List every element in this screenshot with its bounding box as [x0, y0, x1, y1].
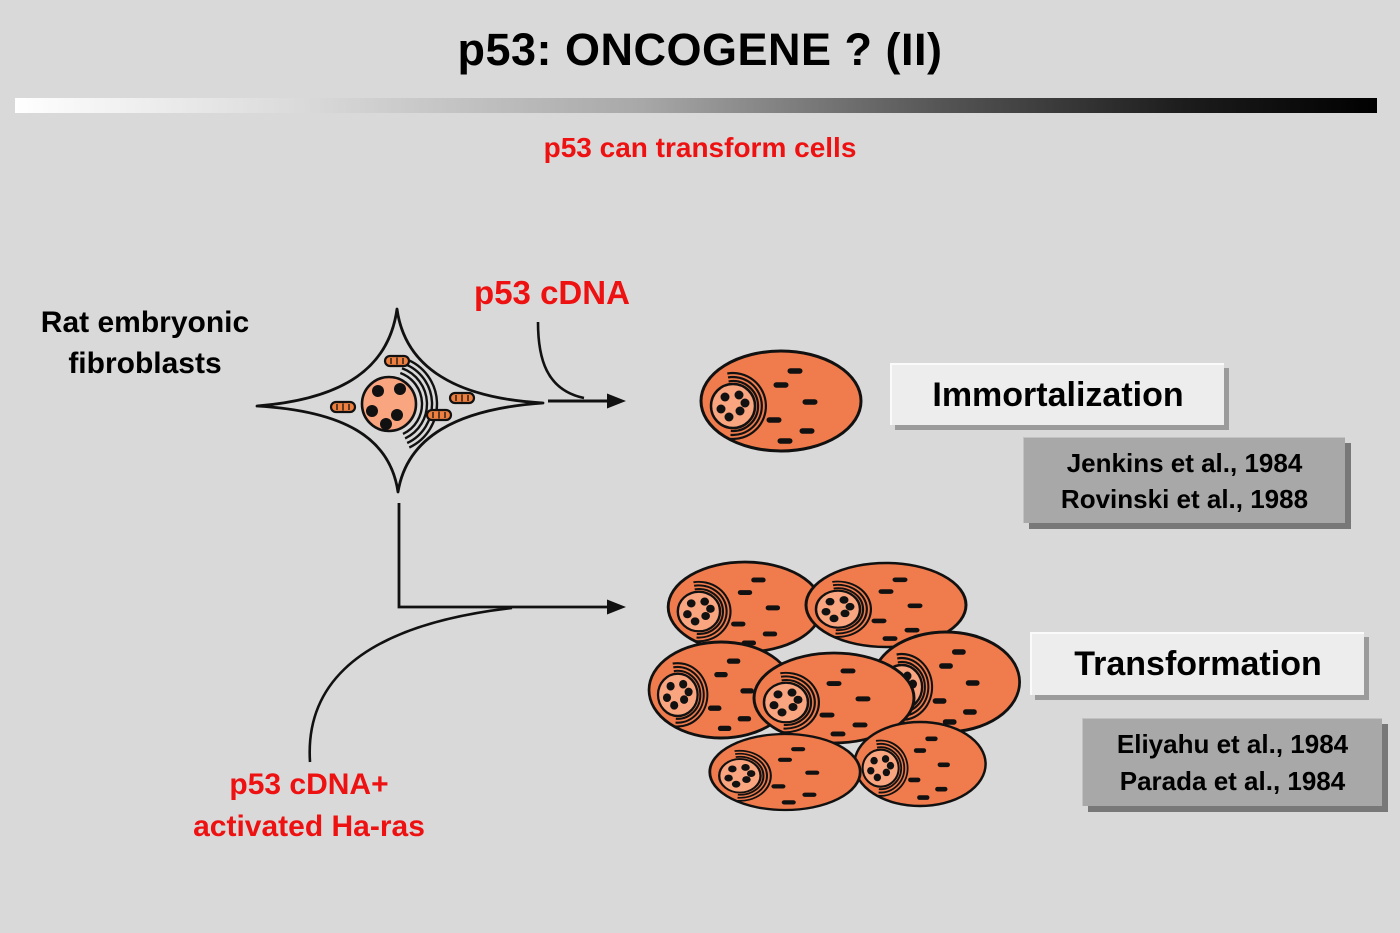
transformation-box: Transformation — [1030, 632, 1364, 695]
mitochondrion-icon — [383, 354, 411, 368]
reference-line: Jenkins et al., 1984 — [1066, 448, 1303, 478]
reference-line: Rovinski et al., 1988 — [1060, 484, 1309, 514]
mitochondrion-icon — [329, 400, 357, 414]
arrow-transformation — [308, 503, 626, 763]
p53-cdna-haras-label-line2: activated Ha-ras — [193, 810, 425, 843]
p53-cdna-label: p53 cDNA — [474, 274, 630, 311]
immortalized-cell — [699, 349, 863, 453]
fibroblast-cell — [255, 307, 545, 494]
arrowhead-icon — [607, 393, 626, 409]
immortalization-references-box: Jenkins et al., 1984 Rovinski et al., 19… — [1023, 437, 1345, 523]
immortalization-label: Immortalization — [932, 375, 1184, 414]
transformed-cell-cluster — [647, 560, 1022, 812]
transformation-label: Transformation — [1074, 645, 1322, 683]
slide-title: p53: ONCOGENE ? (II) — [457, 24, 943, 75]
transformation-references-box: Eliyahu et al., 1984 Parada et al., 1984 — [1082, 718, 1382, 806]
mitochondrion-icon — [425, 408, 453, 422]
p53-cdna-haras-label: p53 cDNA+ activated Ha-ras — [149, 764, 469, 848]
arrow-immortalization — [536, 321, 626, 409]
immortalization-box: Immortalization — [890, 363, 1224, 425]
source-cell-label-line2: fibroblasts — [68, 347, 222, 380]
source-cell-label: Rat embryonic fibroblasts — [18, 302, 272, 384]
reference-line: Parada et al., 1984 — [1119, 766, 1346, 796]
source-cell-label-line1: Rat embryonic — [40, 306, 250, 339]
mitochondrion-icon — [448, 391, 476, 405]
p53-cdna-haras-label-line1: p53 cDNA+ — [229, 768, 389, 801]
title-divider-gradient-bar — [15, 98, 1377, 113]
fibroblast-outline — [255, 307, 545, 494]
slide-subtitle: p53 can transform cells — [543, 132, 857, 163]
reference-line: Eliyahu et al., 1984 — [1116, 729, 1349, 759]
arrowhead-icon — [607, 599, 626, 615]
